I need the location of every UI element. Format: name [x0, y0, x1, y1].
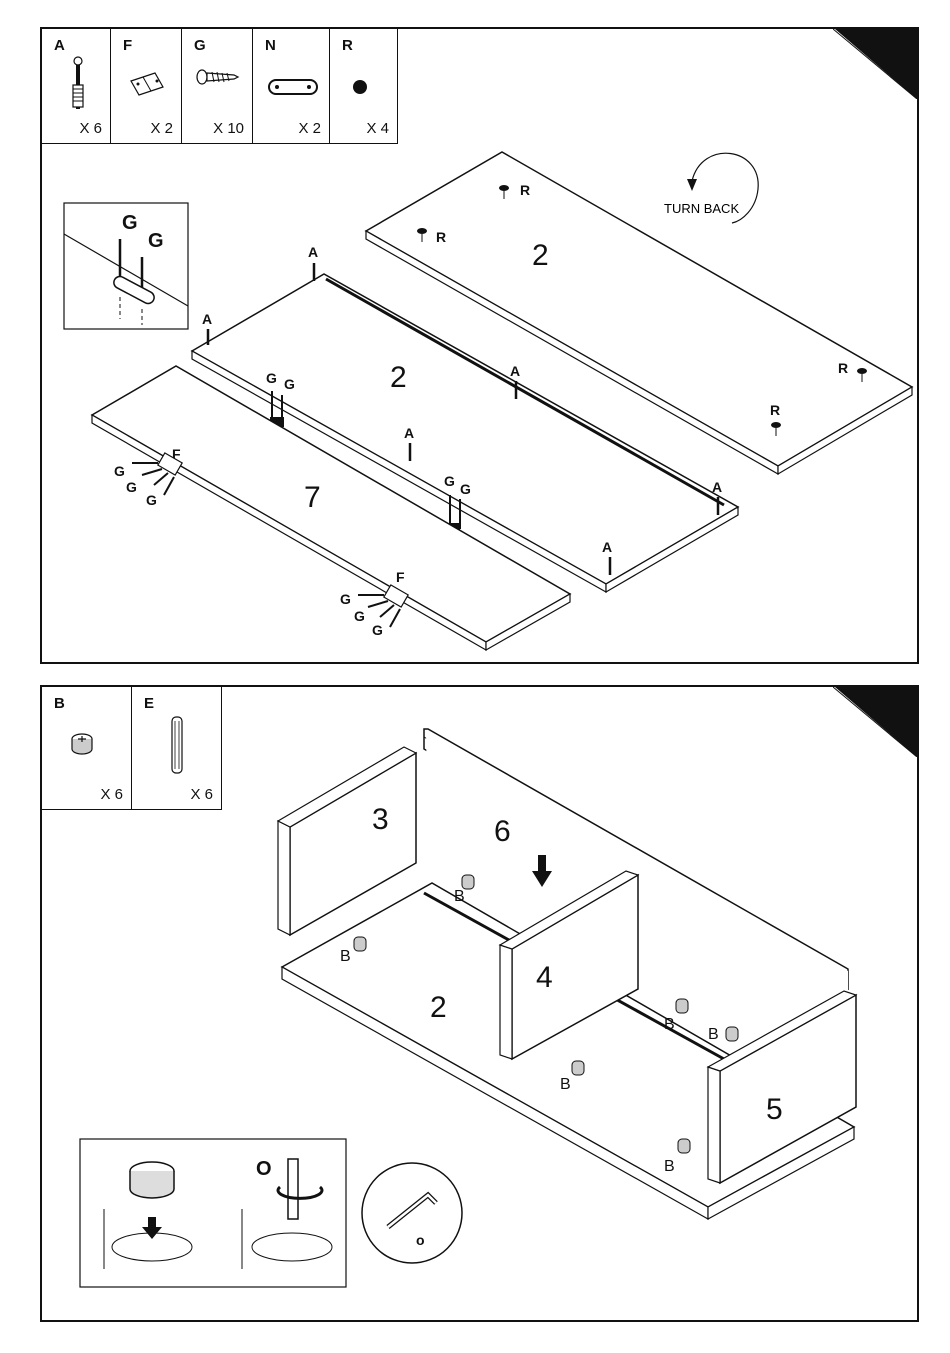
- label-b: B: [560, 1076, 571, 1093]
- label-g: G: [126, 479, 137, 495]
- turn-back-text: TURN BACK: [664, 201, 739, 216]
- label-r: R: [838, 360, 848, 376]
- panel-number: 2: [390, 361, 407, 394]
- step-1-drawing: G G 2 R R R R TURN BACK: [42, 29, 917, 662]
- label-g: G: [340, 591, 351, 607]
- label-b: B: [708, 1026, 719, 1043]
- panel-number: 2: [430, 991, 447, 1024]
- panel-number: 2: [532, 239, 549, 272]
- label-g: G: [444, 473, 455, 489]
- screw-detail-inset: G G: [64, 203, 188, 329]
- label-b: B: [454, 888, 465, 905]
- turn-back-arrow: TURN BACK: [664, 153, 758, 223]
- panel-number: 4: [536, 961, 553, 994]
- label-a: A: [510, 363, 520, 379]
- label-r: R: [520, 182, 530, 198]
- step-2-drawing: 2 6 3 B B 4 B B: [42, 687, 917, 1320]
- label-b: B: [664, 1158, 675, 1175]
- label-g: G: [284, 376, 295, 392]
- label-f: F: [396, 569, 405, 585]
- step-2-frame: B X 6 E X 6 2: [40, 685, 919, 1322]
- allen-key-tool: o: [362, 1163, 462, 1263]
- detail-label-o: O: [256, 1158, 272, 1180]
- label-g: G: [266, 370, 277, 386]
- label-r: R: [436, 229, 446, 245]
- tool-label-o: o: [416, 1232, 425, 1248]
- panel-number: 6: [494, 815, 511, 848]
- label-g: G: [146, 492, 157, 508]
- cam-lock-detail-inset: O: [80, 1139, 346, 1287]
- label-a: A: [308, 244, 318, 260]
- panel-number: 3: [372, 803, 389, 836]
- label-a: A: [202, 311, 212, 327]
- label-b: B: [340, 948, 351, 965]
- label-g: G: [114, 463, 125, 479]
- label-a: A: [602, 539, 612, 555]
- label-g: G: [372, 622, 383, 638]
- label-g: G: [460, 481, 471, 497]
- label-a: A: [712, 479, 722, 495]
- detail-label-g: G: [122, 212, 138, 234]
- detail-label-g: G: [148, 230, 164, 252]
- step-1-frame: A X 6 F X 2 G X 10: [40, 27, 919, 664]
- label-b: B: [664, 1016, 675, 1033]
- label-a: A: [404, 425, 414, 441]
- panel-number: 5: [766, 1093, 783, 1126]
- label-g: G: [354, 608, 365, 624]
- panel-number: 7: [304, 481, 321, 514]
- label-r: R: [770, 402, 780, 418]
